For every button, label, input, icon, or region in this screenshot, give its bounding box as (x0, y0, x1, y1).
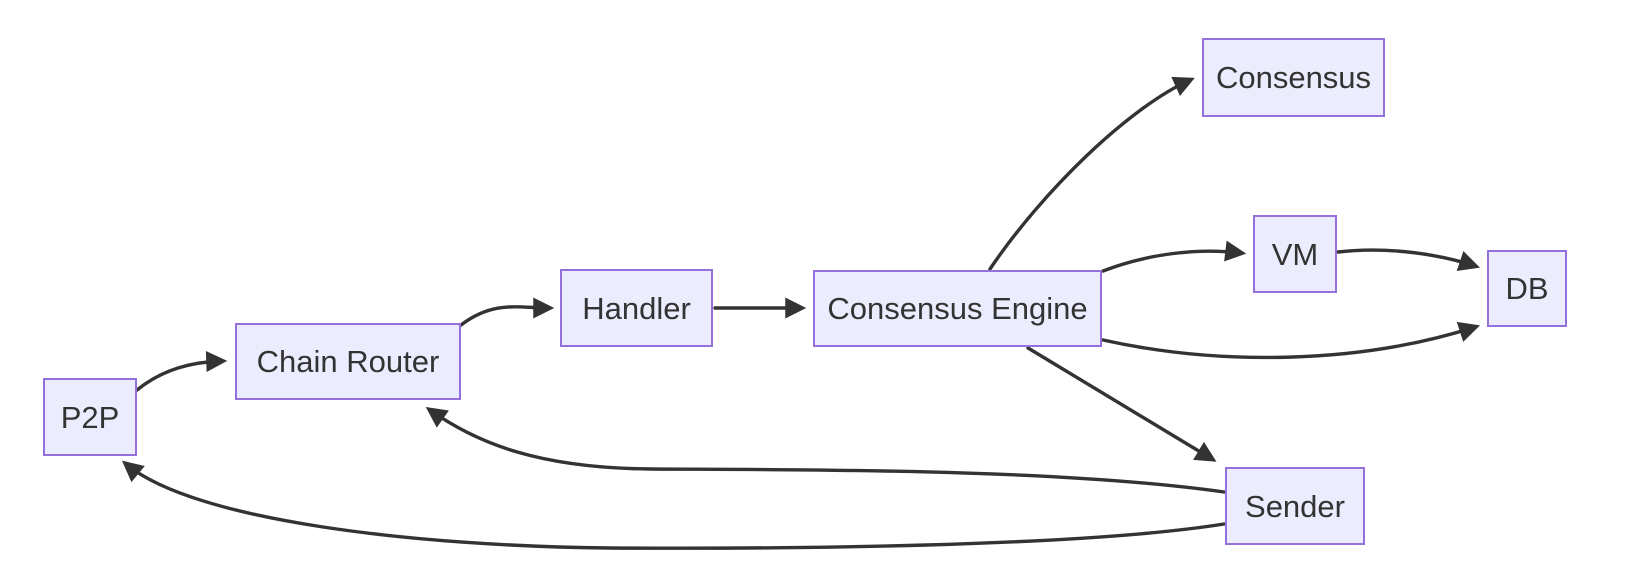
edge-consensus-engine-to-sender (1026, 346, 1217, 462)
edge-consensus-engine-to-consensus (988, 76, 1195, 271)
node-label-handler: Handler (582, 290, 691, 326)
node-db: DB (1487, 250, 1567, 327)
node-label-vm: VM (1271, 236, 1319, 272)
edge-vm-to-db (1336, 248, 1480, 271)
node-label-p2p: P2P (60, 399, 120, 435)
node-label-consensus-engine: Consensus Engine (827, 291, 1088, 326)
node-handler: Handler (560, 269, 713, 347)
node-label-db: DB (1505, 271, 1549, 306)
edge-sender-to-chain-router (425, 406, 1226, 494)
node-consensus: Consensus (1202, 38, 1385, 117)
edge-chain-router-to-handler (459, 297, 555, 327)
edges-group (121, 76, 1480, 550)
node-consensus-engine: Consensus Engine (813, 270, 1102, 347)
node-label-chain-router: Chain Router (256, 344, 440, 379)
edge-consensus-engine-to-db (1101, 321, 1480, 360)
node-label-sender: Sender (1245, 488, 1345, 524)
edge-sender-to-p2p (121, 460, 1226, 550)
node-sender: Sender (1225, 467, 1365, 545)
edge-consensus-engine-to-vm (1101, 240, 1247, 273)
edge-p2p-to-chain-router (135, 351, 228, 392)
node-p2p: P2P (43, 378, 137, 456)
node-label-consensus: Consensus (1215, 60, 1372, 95)
node-chain-router: Chain Router (235, 323, 461, 400)
node-vm: VM (1253, 215, 1337, 293)
